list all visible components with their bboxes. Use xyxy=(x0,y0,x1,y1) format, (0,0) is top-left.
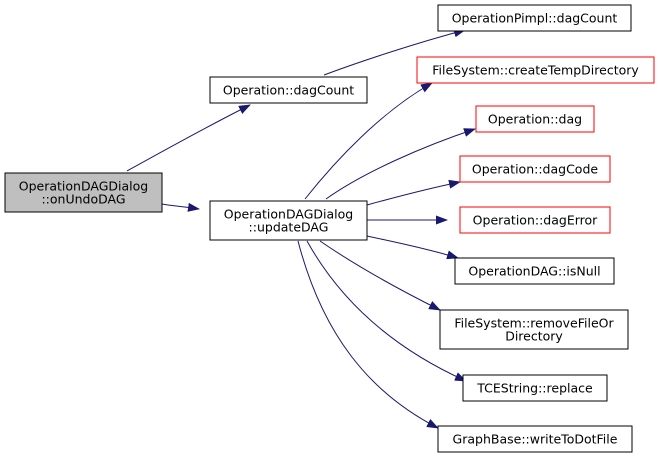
edges xyxy=(126,28,476,429)
node-pimplDagCount[interactable]: OperationPimpl::dagCount xyxy=(437,4,632,32)
node-box-onUndoDAG xyxy=(4,172,163,213)
node-updateDAG[interactable]: OperationDAGDialog::updateDAG xyxy=(209,200,368,241)
edge-updateDAG-to-dag xyxy=(325,128,476,200)
node-box-pimplDagCount xyxy=(437,4,632,32)
edge-updateDAG-to-isNull xyxy=(366,235,459,260)
node-dagCount[interactable]: Operation::dagCount xyxy=(209,76,368,104)
nodes: OperationDAGDialog::onUndoDAGOperation::… xyxy=(4,4,655,453)
node-label-onUndoDAG-1: ::onUndoDAG xyxy=(41,192,125,207)
node-box-dagError xyxy=(459,206,611,234)
node-box-dag xyxy=(475,105,595,133)
node-box-dagCode xyxy=(459,155,611,183)
node-label-dagCode-0: Operation::dagCode xyxy=(472,162,598,177)
node-box-writeToDotFile xyxy=(437,425,633,453)
edge-updateDAG-to-dagCode xyxy=(366,179,461,206)
node-label-writeToDotFile-0: GraphBase::writeToDotFile xyxy=(453,432,618,447)
edge-updateDAG-to-createTempDirectory xyxy=(304,82,433,200)
node-box-removeFileOrDirectory xyxy=(439,309,629,350)
node-label-replace-0: TCEString::replace xyxy=(476,381,593,396)
node-dagError[interactable]: Operation::dagError xyxy=(459,206,611,234)
node-label-removeFileOrDirectory-0: FileSystem::removeFileOr xyxy=(454,316,614,331)
edge-onUndoDAG-to-updateDAG xyxy=(161,202,200,212)
node-box-isNull xyxy=(454,257,615,285)
node-label-dagError-0: Operation::dagError xyxy=(473,213,598,228)
node-box-replace xyxy=(462,374,608,402)
node-box-dagCount xyxy=(209,76,368,104)
node-label-dagCount-0: Operation::dagCount xyxy=(223,83,354,98)
node-label-isNull-0: OperationDAG::isNull xyxy=(468,264,600,279)
edge-updateDAG-to-writeToDotFile xyxy=(297,240,439,429)
node-createTempDirectory[interactable]: FileSystem::createTempDirectory xyxy=(416,56,655,84)
node-label-pimplDagCount-0: OperationPimpl::dagCount xyxy=(452,11,618,26)
node-dag[interactable]: Operation::dag xyxy=(475,105,595,133)
edge-updateDAG-to-replace xyxy=(306,240,467,382)
node-writeToDotFile[interactable]: GraphBase::writeToDotFile xyxy=(437,425,633,453)
node-label-onUndoDAG-0: OperationDAGDialog xyxy=(19,179,148,194)
node-label-removeFileOrDirectory-1: Directory xyxy=(505,329,563,344)
node-label-updateDAG-0: OperationDAGDialog xyxy=(224,207,353,222)
node-replace[interactable]: TCEString::replace xyxy=(462,374,608,402)
node-onUndoDAG[interactable]: OperationDAGDialog::onUndoDAG xyxy=(4,172,163,213)
node-label-updateDAG-1: ::updateDAG xyxy=(249,220,329,235)
node-isNull[interactable]: OperationDAG::isNull xyxy=(454,257,615,285)
node-label-createTempDirectory-0: FileSystem::createTempDirectory xyxy=(432,63,639,78)
node-label-dag-0: Operation::dag xyxy=(488,112,582,127)
edge-dagCount-to-pimplDagCount xyxy=(323,28,466,76)
node-dagCode[interactable]: Operation::dagCode xyxy=(459,155,611,183)
node-box-updateDAG xyxy=(209,200,368,241)
node-box-createTempDirectory xyxy=(416,56,655,84)
edge-updateDAG-to-removeFileOrDirectory xyxy=(319,240,441,311)
edge-onUndoDAG-to-dagCount xyxy=(126,104,251,172)
